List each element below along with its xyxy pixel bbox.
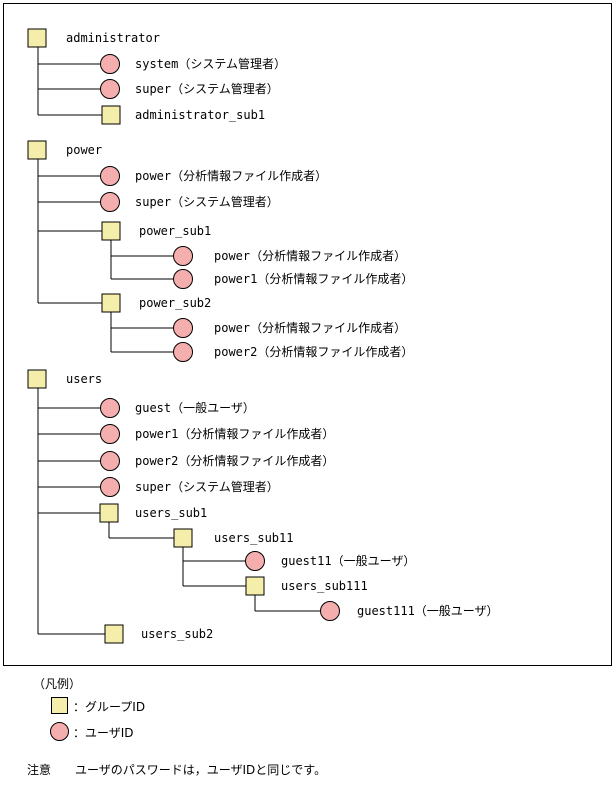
user-icon: [100, 166, 120, 186]
group-icon: [27, 28, 47, 48]
group-label: users_sub11: [214, 531, 293, 545]
user-label: guest（一般ユーザ）: [135, 400, 255, 415]
user-label: power1（分析情報ファイル作成者）: [214, 272, 413, 286]
user-label: super（システム管理者）: [135, 81, 279, 96]
group-icon: [173, 528, 193, 548]
group-icon: [27, 369, 47, 389]
group-icon: [104, 624, 124, 644]
group-label: users_sub1: [135, 506, 207, 520]
user-label: power（分析情報ファイル作成者）: [135, 169, 327, 183]
user-icon: [320, 601, 340, 621]
diagram-frame: administrator system（システム管理者） super（システム管理…: [3, 3, 612, 666]
group-user-tree: administrator system（システム管理者） super（システム管理…: [27, 28, 499, 644]
user-label: guest111（一般ユーザ）: [357, 603, 499, 618]
legend-group-label: ：グループID: [73, 700, 146, 714]
group-label: administrator_sub1: [135, 108, 265, 122]
legend-user-label: ：ユーザID: [73, 726, 134, 740]
legend-group-icon: [51, 697, 68, 714]
user-label: super（システム管理者）: [135, 194, 279, 209]
legend-title: （凡例）: [33, 677, 82, 691]
user-label: power2（分析情報ファイル作成者）: [214, 345, 413, 359]
group-icon: [99, 503, 119, 523]
user-label: super（システム管理者）: [135, 479, 279, 494]
group-icon: [27, 140, 47, 160]
user-icon: [173, 318, 193, 338]
group-label: power_sub2: [139, 296, 211, 310]
legend-user-icon: [50, 722, 69, 741]
group-label: power_sub1: [139, 224, 211, 238]
group-label: administrator: [66, 31, 160, 45]
user-icon: [100, 477, 120, 497]
user-icon: [100, 451, 120, 471]
user-label: power1（分析情報ファイル作成者）: [135, 427, 334, 441]
user-icon: [100, 192, 120, 212]
user-icon: [173, 246, 193, 266]
group-icon: [101, 221, 121, 241]
group-label: users_sub111: [281, 579, 368, 593]
user-icon: [100, 79, 120, 99]
group-label: power: [66, 143, 102, 157]
user-label: power（分析情報ファイル作成者）: [214, 249, 406, 263]
user-label: power（分析情報ファイル作成者）: [214, 321, 406, 335]
user-icon: [173, 269, 193, 289]
user-label: power2（分析情報ファイル作成者）: [135, 454, 334, 468]
user-icon: [100, 398, 120, 418]
user-icon: [173, 342, 193, 362]
group-icon: [101, 293, 121, 313]
user-icon: [100, 54, 120, 74]
group-label: users: [66, 372, 102, 386]
note-text: ユーザのパスワードは，ユーザIDと同じです。: [75, 763, 327, 777]
user-icon: [100, 424, 120, 444]
group-icon: [245, 576, 265, 596]
group-icon: [101, 105, 121, 125]
user-icon: [245, 551, 265, 571]
note-label: 注意: [27, 763, 52, 777]
user-label: system（システム管理者）: [135, 56, 286, 71]
user-label: guest11（一般ユーザ）: [281, 553, 415, 568]
group-label: users_sub2: [141, 627, 213, 641]
